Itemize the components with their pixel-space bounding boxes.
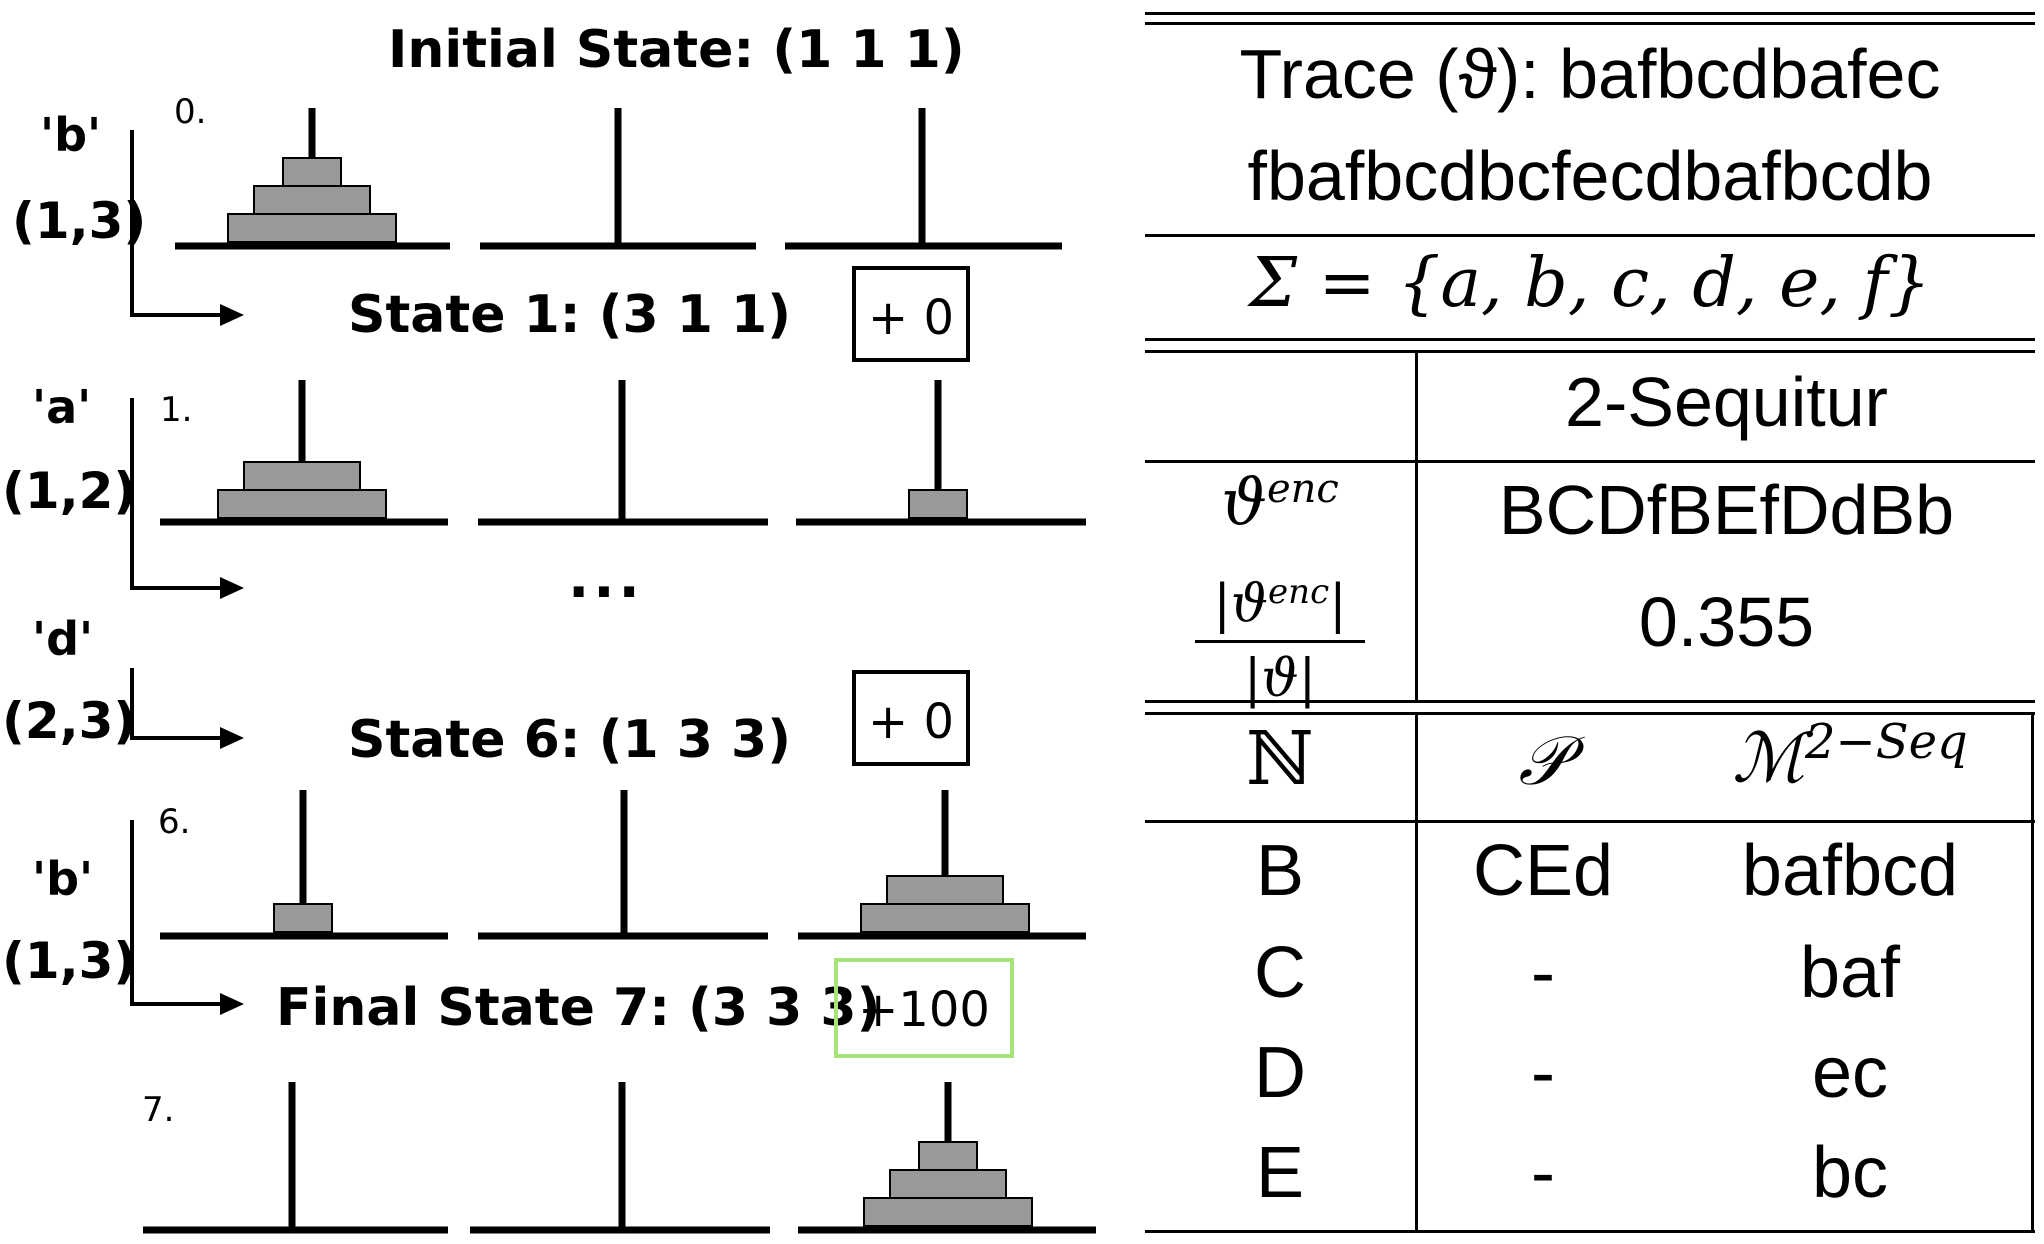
disk xyxy=(282,157,342,187)
row-m: baf xyxy=(1799,933,1901,1013)
action-label: 'b' xyxy=(40,108,102,162)
sequitur-table: Trace (ϑ): bafbcdbafec fbafbcdbcfecdbafb… xyxy=(1145,0,2035,1244)
state-label: State 1: (3 1 1) xyxy=(348,285,791,345)
col-header-p: 𝒫 xyxy=(1518,722,1568,801)
compression-ratio-value: 0.355 xyxy=(1638,583,1815,661)
transition-arrow xyxy=(130,398,220,590)
towers-canvas xyxy=(130,108,1096,1234)
ratio-numerator: |ϑenc| xyxy=(1195,560,1365,636)
row-p: - xyxy=(1531,1133,1555,1213)
ellipsis: ··· xyxy=(568,560,644,625)
move-label: (1,3) xyxy=(2,932,137,990)
disk xyxy=(243,461,361,491)
col-header-m-symbol: ℳ xyxy=(1732,719,1805,799)
row-p: - xyxy=(1531,1033,1555,1113)
disk xyxy=(217,489,387,519)
arrow-head xyxy=(220,577,244,599)
disk xyxy=(908,489,968,519)
disk xyxy=(863,1197,1033,1227)
hanoi-diagram: Initial State: (1 1 1) 0. 1. 6. 7. 'b' (… xyxy=(2,20,1096,1234)
step-number: 1. xyxy=(160,390,193,430)
step-number: 7. xyxy=(142,1090,175,1130)
step-number: 0. xyxy=(174,92,207,132)
trace-line-2: fbafbcdbcfecdbafbcdb xyxy=(1247,137,1933,215)
row-m: bc xyxy=(1811,1133,1889,1213)
disk xyxy=(918,1141,978,1171)
col-header-nonterminals: ℕ xyxy=(1246,716,1314,802)
row-m: bafbcd xyxy=(1741,831,1959,911)
action-label: 'b' xyxy=(32,852,94,906)
encoded-trace-value: BCDfBEfDdBb xyxy=(1498,471,1955,549)
row-n: E xyxy=(1255,1133,1305,1213)
ratio-num-end: | xyxy=(1329,574,1347,635)
transition-arrow xyxy=(130,668,220,740)
disk xyxy=(253,185,371,215)
ratio-num-sup: enc xyxy=(1268,572,1330,612)
arrow-head xyxy=(220,304,244,326)
enc-superscript: enc xyxy=(1266,466,1339,512)
fraction-bar xyxy=(1195,640,1365,644)
encoded-trace-label: ϑenc xyxy=(1145,466,1415,540)
state-label: Final State 7: (3 3 3) xyxy=(276,978,881,1038)
action-label: 'a' xyxy=(32,380,92,434)
transition-arrow xyxy=(130,130,220,317)
ratio-num-text: |ϑ xyxy=(1213,574,1269,635)
disk xyxy=(227,213,397,243)
col-header-m: ℳ2−Seq xyxy=(1665,714,2035,799)
move-label: (2,3) xyxy=(2,692,137,750)
reward-box: + 0 xyxy=(852,670,970,766)
row-n: B xyxy=(1255,831,1305,911)
step-number: 6. xyxy=(158,802,191,842)
ratio-denominator: |ϑ| xyxy=(1243,649,1317,710)
col-header-m-sup: 2−Seq xyxy=(1804,714,1968,770)
move-label: (1,3) xyxy=(12,192,147,250)
disk xyxy=(860,903,1030,933)
final-reward-box: +100 xyxy=(834,958,1014,1058)
initial-state-title: Initial State: (1 1 1) xyxy=(388,20,965,80)
trace-line-1: Trace (ϑ): bafbcdbafec xyxy=(1239,35,1941,113)
state-label: State 6: (1 3 3) xyxy=(348,710,791,770)
disk xyxy=(889,1169,1007,1199)
row-n: C xyxy=(1254,933,1306,1013)
row-m: ec xyxy=(1811,1033,1889,1113)
alphabet-label: Σ = {a, b, c, d, e, f} xyxy=(1248,244,1932,323)
disk xyxy=(273,903,333,933)
arrow-head xyxy=(220,727,244,749)
row-p: - xyxy=(1531,933,1555,1013)
transition-arrow xyxy=(130,820,220,1006)
arrow-head xyxy=(220,993,244,1015)
move-label: (1,2) xyxy=(2,462,137,520)
row-n: D xyxy=(1254,1033,1306,1113)
theta-symbol: ϑ xyxy=(1221,466,1267,541)
row-p: CEd xyxy=(1472,831,1614,911)
reward-box: + 0 xyxy=(852,266,970,362)
action-label: 'd' xyxy=(32,612,94,666)
method-header: 2-Sequitur xyxy=(1565,363,1888,441)
disk xyxy=(886,875,1004,905)
compression-ratio-label: |ϑenc| |ϑ| xyxy=(1195,560,1365,711)
